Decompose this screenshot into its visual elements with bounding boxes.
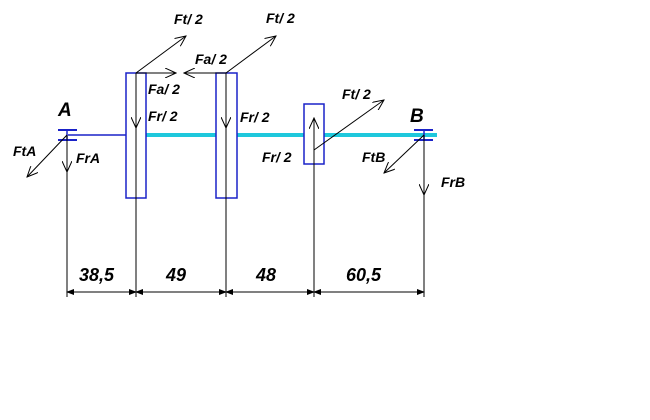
ft-b-label: FtB bbox=[362, 149, 385, 165]
fr-half-label-3: Fr/ 2 bbox=[262, 149, 292, 165]
ft-half-label-3: Ft/ 2 bbox=[342, 86, 371, 102]
dimension-value-4: 60,5 bbox=[346, 265, 382, 285]
support-a-label: A bbox=[57, 100, 72, 121]
ft-arrow-gear-2 bbox=[225, 36, 276, 74]
ft-half-label-2: Ft/ 2 bbox=[266, 10, 295, 26]
ft-half-label-1: Ft/ 2 bbox=[174, 11, 203, 27]
fr-a-label: FrA bbox=[76, 150, 100, 166]
fr-half-label-1: Fr/ 2 bbox=[148, 108, 178, 124]
dimension-value-3: 48 bbox=[255, 265, 276, 285]
fr-b-label: FrB bbox=[441, 174, 465, 190]
ft-arrow-gear-1 bbox=[135, 36, 186, 74]
fa-half-label-2: Fa/ 2 bbox=[195, 51, 227, 67]
ft-b-arrow bbox=[384, 134, 425, 173]
fa-half-label-1: Fa/ 2 bbox=[148, 81, 180, 97]
dimension-value-2: 49 bbox=[165, 265, 186, 285]
ft-a-arrow bbox=[27, 134, 68, 177]
fr-half-label-2: Fr/ 2 bbox=[240, 109, 270, 125]
dimension-value-1: 38,5 bbox=[79, 265, 115, 285]
ft-a-label: FtA bbox=[13, 143, 36, 159]
support-b-label: B bbox=[410, 106, 424, 127]
ft-arrow-gear-3 bbox=[313, 100, 384, 151]
